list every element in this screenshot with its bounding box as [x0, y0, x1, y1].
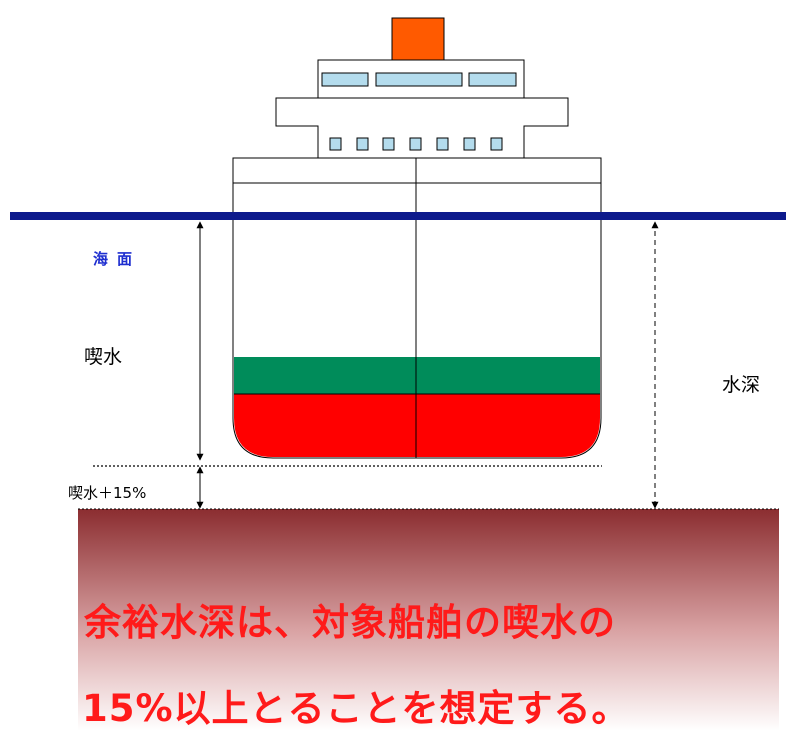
- draft-plus-label: 喫水＋15%: [68, 484, 147, 502]
- bridge-window-3: [468, 72, 517, 87]
- cargo-layer: [234, 394, 600, 457]
- water-depth-label: 水深: [722, 374, 761, 396]
- sea-surface-label: 海面: [93, 250, 142, 268]
- sea-surface-line: [10, 212, 786, 220]
- draft-label: 喫水: [84, 346, 123, 368]
- superstructure-lower: [275, 97, 569, 159]
- seabed: [78, 509, 779, 731]
- caption-line-2: 15%以上とることを想定する。: [82, 687, 630, 730]
- ballast-layer: [234, 357, 600, 394]
- ship-funnel: [391, 17, 445, 62]
- bridge-window-1: [321, 72, 369, 87]
- bridge-window-2: [375, 72, 463, 87]
- portholes: [329, 137, 503, 151]
- caption-line-1: 余裕水深は、対象船舶の喫水の: [84, 601, 616, 644]
